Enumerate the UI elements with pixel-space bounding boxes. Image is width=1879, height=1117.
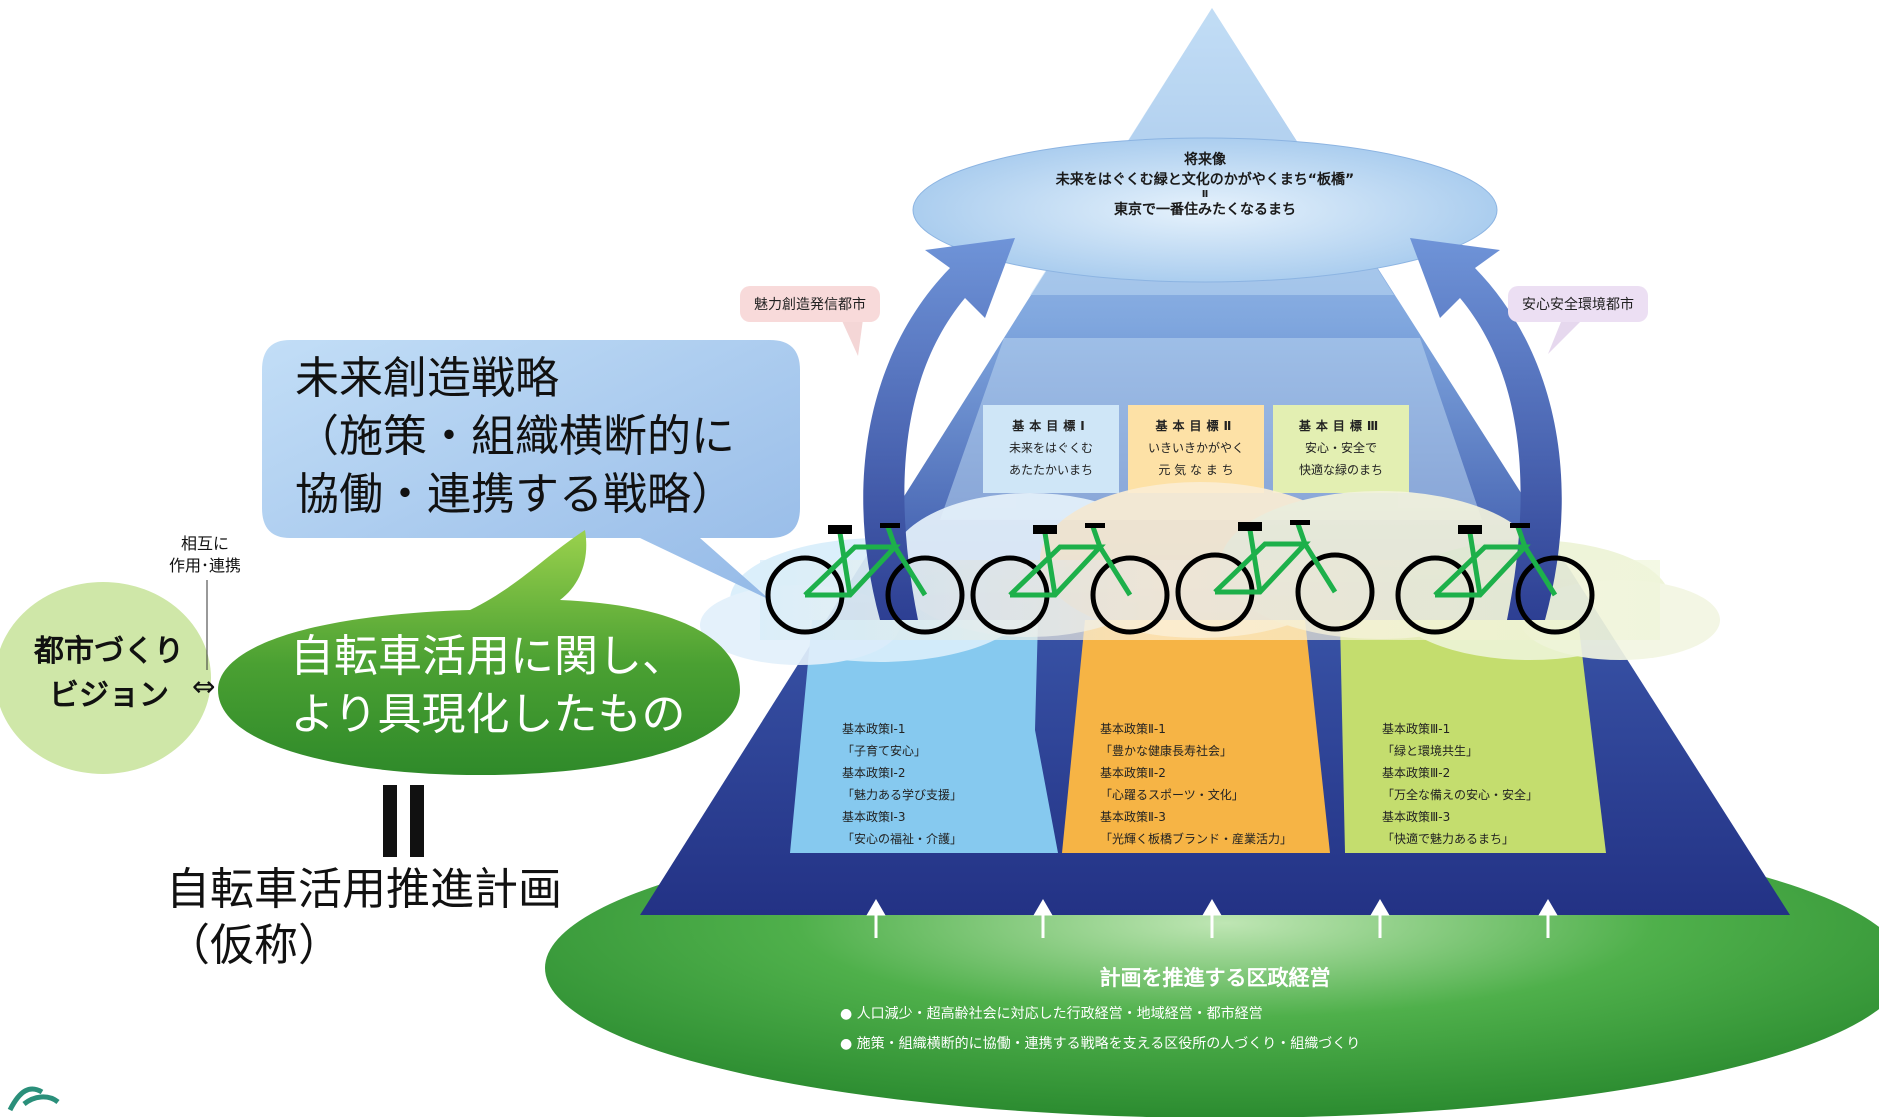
policy-panel-1 [790,620,1058,853]
policy-3-3-name: 「快適で魅力あるまち」 [1382,832,1515,846]
goal-1: 基本目標Ⅰ 未来をはぐくむ あたたかいまち [983,415,1119,481]
bicycle-4 [1395,523,1595,635]
bicycle-2 [970,523,1170,635]
management-title: 計画を推進する区政経営 [1099,966,1331,990]
mutual-line1: 相互に [180,534,229,553]
logo-fragment [7,1086,60,1112]
goal-3-line1: 安心・安全で [1304,441,1377,455]
goal-1-head: 基本目標Ⅰ [1012,419,1090,433]
goal-1-line1: 未来をはぐくむ [1008,441,1093,455]
policy-2-3: 基本政策Ⅱ-3 [1100,810,1166,824]
left-tag-pointer [838,312,864,356]
policy-3-2: 基本政策Ⅲ-2 [1382,766,1451,780]
plan-title-line2: （仮称） [166,920,342,971]
vision-subtitle: 東京で一番住みたくなるまち [1114,202,1296,218]
policy-1-3: 基本政策Ⅰ-3 [842,810,906,824]
policy-group-2: 基本政策Ⅱ-1 「豊かな健康長寿社会」 基本政策Ⅱ-2 「心躍るスポーツ・文化」… [1070,700,1330,850]
right-tag-pointer [1548,312,1590,354]
city-vision-line1: 都市づくり [34,634,184,669]
plan-title-line1: 自転車活用推進計画 [166,864,562,915]
management-item-2: ● 施策・組織横断的に協働・連携する戦略を支える区役所の人づくり・組織づくり [840,1036,1361,1052]
policy-1-3-name: 「安心の福祉・介護」 [842,832,963,846]
goal-2-head: 基本目標Ⅱ [1155,419,1237,433]
city-vision-label: 都市づくり ビジョン [24,630,194,718]
left-curved-arrow [863,238,1015,620]
policy-3-1-name: 「緑と環境共生」 [1382,744,1479,758]
bicycle-callout-line1: 自転車活用に関し、 [290,631,686,682]
policy-2-2-name: 「心躍るスポーツ・文化」 [1100,788,1244,802]
policy-group-3: 基本政策Ⅲ-1 「緑と環境共生」 基本政策Ⅲ-2 「万全な備えの安心・安全」 基… [1352,700,1602,850]
bidirectional-arrow-icon: ⇔ [192,670,216,703]
policy-1-1-name: 「子育て安心」 [842,744,927,758]
vision-title: 将来像 未来をはぐくむ緑と文化のかがやくまち“板橋” Ⅱ 東京で一番住みたくなる… [960,150,1450,220]
policy-group-1: 基本政策Ⅰ-1 「子育て安心」 基本政策Ⅰ-2 「魅力ある学び支援」 基本政策Ⅰ… [812,700,1052,850]
strategy-title: 未来創造戦略 [295,353,559,404]
goal-3: 基本目標Ⅲ 安心・安全で 快適な緑のまち [1273,415,1409,481]
bicycle-3 [1175,520,1375,632]
mutual-label: 相互に 作用･連携 [160,533,250,577]
vision-circle [0,582,211,774]
bicycle-callout-text: 自転車活用に関し、 より具現化したもの [268,628,708,744]
policy-panel-2 [1062,620,1330,853]
policy-1-2-name: 「魅力ある学び支援」 [842,788,963,802]
policy-2-2: 基本政策Ⅱ-2 [1100,766,1166,780]
plan-title: 自転車活用推進計画 （仮称） [166,862,562,974]
goal-3-line2: 快適な緑のまち [1298,463,1383,477]
blue-callout-shape [262,340,800,600]
strategy-line3: 協働・連携する戦略） [295,469,735,520]
tag-safe-city: 安心安全環境都市 [1508,286,1648,322]
policy-3-1: 基本政策Ⅲ-1 [1382,722,1451,736]
vision-ellipse [912,137,1498,283]
management-item-1: ● 人口減少・超高齢社会に対応した行政経営・地域経営・都市経営 [840,1006,1263,1022]
equals-bar-left [383,785,397,857]
strategy-line2: （施策・組織横断的に [295,411,735,462]
policy-3-3: 基本政策Ⅲ-3 [1382,810,1451,824]
goal-box-1 [983,405,1119,493]
goal-2-line2: 元 気 な ま ち [1158,463,1234,477]
strategy-callout-text: 未来創造戦略 （施策・組織横断的に 協働・連携する戦略） [295,350,815,524]
mutual-line2: 作用･連携 [168,556,241,575]
up-arrows [866,899,1558,938]
policy-2-1-name: 「豊かな健康長寿社会」 [1100,744,1233,758]
policy-2-1: 基本政策Ⅱ-1 [1100,722,1166,736]
bicycle-callout-line2: より具現化したもの [290,689,686,740]
cloud-band [700,482,1720,665]
goal-box-3 [1273,405,1409,493]
goal-2-line1: いきいきかがやく [1147,441,1244,455]
policy-1-1: 基本政策Ⅰ-1 [842,722,906,736]
policy-3-2-name: 「万全な備えの安心・安全」 [1382,788,1539,802]
city-vision-line2: ビジョン [49,678,169,713]
green-callout-shape [218,530,740,775]
vision-equals: Ⅱ [1201,189,1209,200]
policy-panel-3 [1340,620,1606,853]
equals-bar-right [410,785,424,857]
tag-attractive-city: 魅力創造発信都市 [740,286,880,322]
vision-label: 将来像 [1184,152,1226,168]
goal-1-line2: あたたかいまち [1008,463,1093,477]
goal-box-2 [1128,405,1264,493]
policy-2-3-name: 「光輝く板橋ブランド・産業活力」 [1100,832,1293,846]
goal-3-head: 基本目標Ⅲ [1298,419,1384,433]
vision-statement: 未来をはぐくむ緑と文化のかがやくまち“板橋” [1055,172,1355,188]
bicycle-1 [765,523,965,635]
goal-2: 基本目標Ⅱ いきいきかがやく 元 気 な ま ち [1128,415,1264,481]
policy-1-2: 基本政策Ⅰ-2 [842,766,906,780]
